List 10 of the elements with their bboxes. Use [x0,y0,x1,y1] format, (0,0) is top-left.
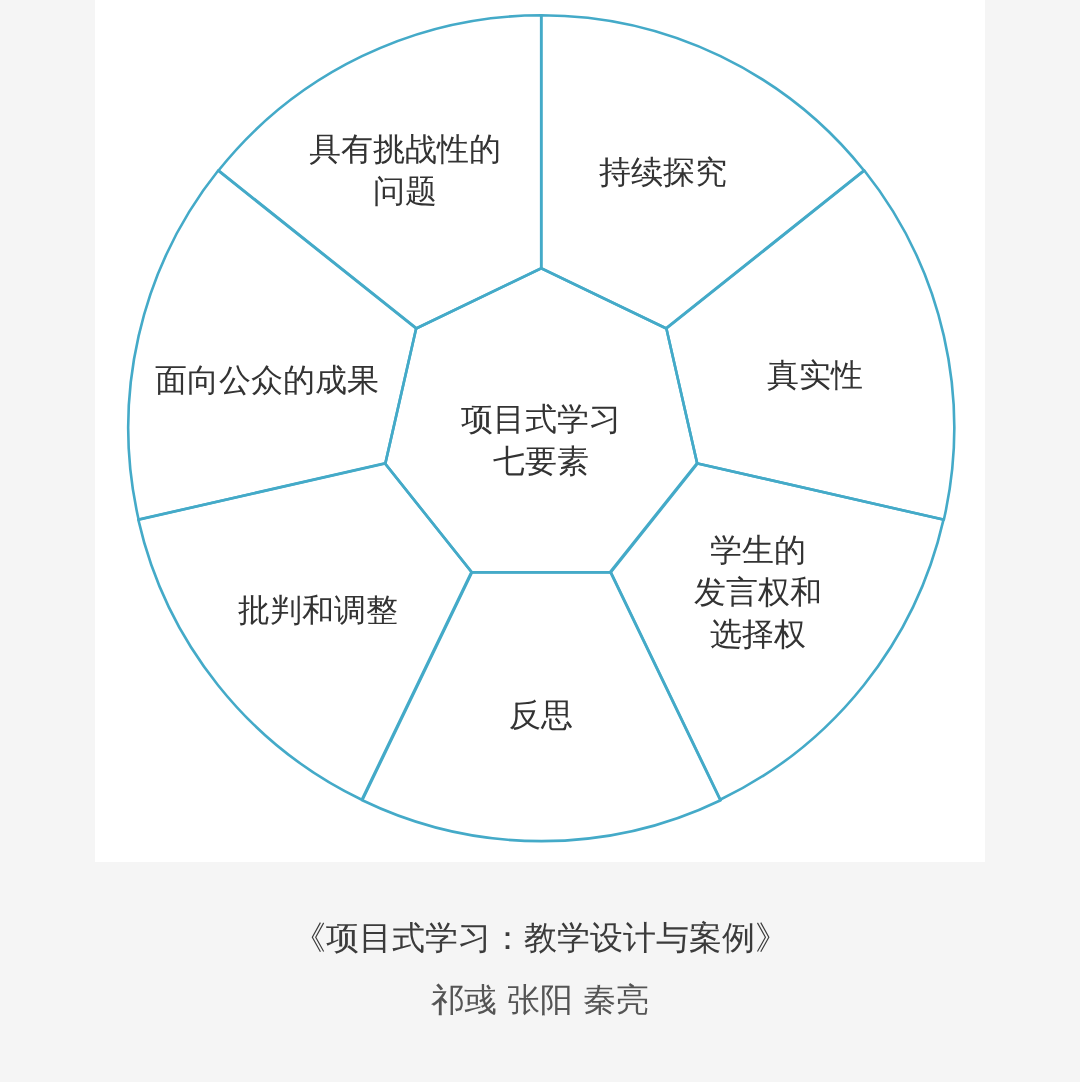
segment-label: 具有挑战性的问题 [309,129,501,212]
book-title-caption: 《项目式学习：教学设计与案例》 [292,917,788,959]
segment-label: 真实性 [767,355,863,396]
author-names: 祁彧 张阳 秦亮 [430,979,650,1021]
segment-label: 学生的发言权和选择权 [694,530,822,655]
segment-label: 持续探究 [599,152,727,193]
segment-label: 面向公众的成果 [155,360,379,401]
segment-label: 反思 [509,695,573,736]
center-label: 项目式学习七要素 [461,399,621,482]
segment-label: 批判和调整 [238,590,398,631]
